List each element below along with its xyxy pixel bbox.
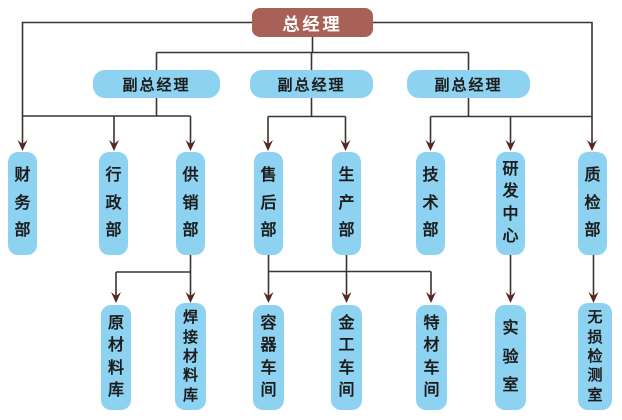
node-label: 行政部 [105, 166, 122, 240]
node-production-dept: 生产部 [332, 152, 361, 255]
node-admin-dept: 行政部 [99, 152, 128, 255]
node-label: 实验室 [502, 320, 519, 394]
node-label: 原材料库 [107, 314, 124, 400]
node-special-material-workshop: 特材车间 [416, 305, 447, 410]
node-label: 生产部 [338, 166, 355, 240]
node-label: 特材车间 [423, 314, 440, 400]
node-after-sales-dept: 售后部 [254, 152, 283, 255]
node-label: 总经理 [282, 15, 343, 34]
node-label: 副总经理 [122, 76, 191, 94]
node-rd-center: 研发中心 [496, 152, 525, 255]
arrowheads [17, 140, 599, 303]
node-label: 副总经理 [434, 76, 503, 94]
node-label: 焊接材料库 [182, 309, 198, 404]
node-deputy-general-manager-3: 副总经理 [407, 70, 530, 98]
node-welding-material-warehouse: 焊接材料库 [175, 303, 206, 410]
node-label: 财务部 [14, 166, 31, 240]
node-deputy-general-manager-2: 副总经理 [250, 70, 373, 98]
node-label: 质检部 [584, 166, 601, 240]
node-technology-dept: 技术部 [416, 152, 445, 255]
node-general-manager: 总经理 [252, 8, 373, 37]
node-supply-marketing-dept: 供销部 [176, 152, 205, 255]
node-metalworking-workshop: 金工车间 [331, 305, 362, 410]
node-label: 供销部 [182, 166, 199, 240]
node-raw-material-warehouse: 原材料库 [101, 305, 131, 410]
node-quality-inspection-dept: 质检部 [578, 152, 607, 255]
node-finance-dept: 财务部 [8, 152, 37, 255]
node-container-workshop: 容器车间 [253, 305, 284, 410]
node-label: 技术部 [422, 166, 439, 240]
node-label: 无损检测室 [587, 309, 603, 404]
node-label: 研发中心 [502, 161, 519, 245]
node-ndt-room: 无损检测室 [578, 303, 612, 410]
node-label: 容器车间 [260, 314, 277, 400]
node-laboratory: 实验室 [495, 305, 526, 410]
node-label: 副总经理 [277, 76, 346, 94]
node-deputy-general-manager-1: 副总经理 [93, 70, 220, 98]
node-label: 金工车间 [338, 314, 355, 400]
node-label: 售后部 [260, 166, 277, 240]
